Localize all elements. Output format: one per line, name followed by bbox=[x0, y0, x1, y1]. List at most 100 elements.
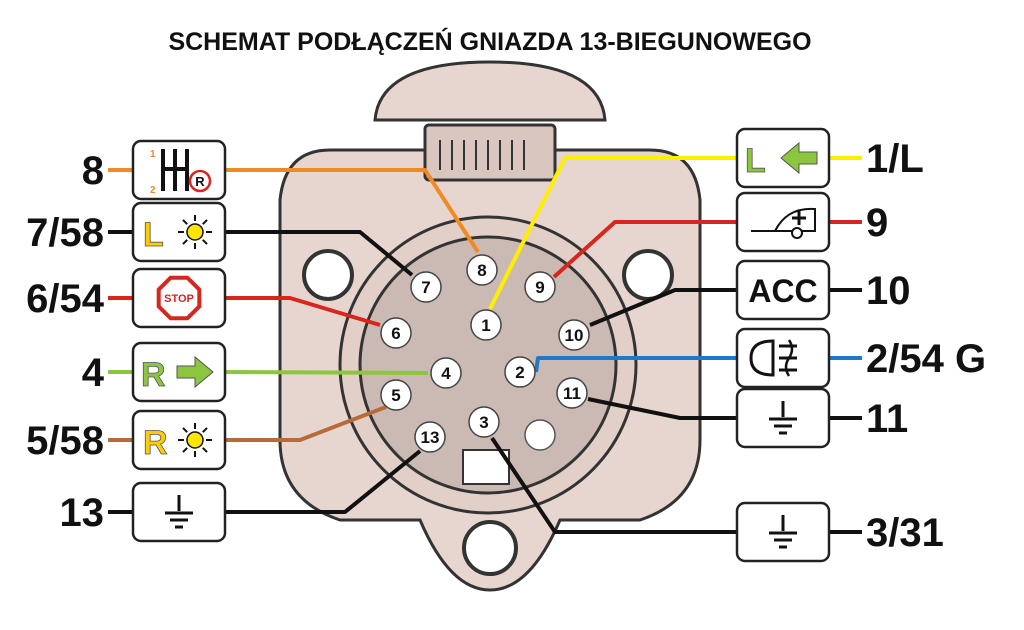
pin-7: 7 bbox=[410, 271, 442, 303]
fog-lamp-shape bbox=[749, 339, 775, 377]
lamp-ray bbox=[202, 427, 208, 433]
wire-left-6 bbox=[225, 296, 381, 327]
wire-left-8 bbox=[225, 168, 480, 254]
pin-13: 13 bbox=[414, 421, 446, 453]
acc-text: ACC bbox=[748, 273, 817, 309]
latch-ribs bbox=[439, 140, 525, 170]
icon-letter: R bbox=[143, 424, 168, 462]
terminal-label-right: 2/54 G bbox=[866, 337, 986, 381]
mount-hole-left bbox=[302, 249, 354, 301]
reverse-letter: R bbox=[195, 174, 205, 189]
diagram-title: SCHEMAT PODŁĄCZEŃ GNIAZDA 13-BIEGUNOWEGO bbox=[168, 27, 811, 56]
icon-letter: L bbox=[143, 216, 164, 254]
pin-circle bbox=[466, 254, 498, 286]
wire-right-11 bbox=[587, 397, 737, 420]
terminal-label-right: 11 bbox=[866, 397, 908, 441]
pin-label: 7 bbox=[421, 278, 430, 297]
pin-label: 10 bbox=[565, 326, 584, 345]
pin-label: 11 bbox=[563, 384, 581, 403]
right-position-light-icon: R bbox=[131, 409, 227, 471]
terminal-label-left: 4 bbox=[82, 351, 105, 395]
pin-circle bbox=[524, 271, 556, 303]
pin-label: 13 bbox=[421, 428, 440, 447]
right-arrow-glyph bbox=[176, 355, 214, 389]
gear-two-label: 2 bbox=[150, 185, 156, 196]
pin-1: 1 bbox=[470, 309, 502, 341]
pin-label: 5 bbox=[391, 386, 400, 405]
terminal-label-left: 8 bbox=[82, 149, 104, 193]
fog-light-icon bbox=[735, 327, 831, 389]
stop-octagon bbox=[156, 275, 202, 321]
terminal-label-right: 1/L bbox=[866, 137, 924, 181]
pin-circle bbox=[468, 406, 500, 438]
wire-right-9 bbox=[552, 220, 737, 279]
terminal-label-left: 6/54 bbox=[26, 277, 105, 321]
lamp-ray bbox=[202, 447, 208, 453]
left-arrow-glyph bbox=[780, 141, 818, 175]
pin-circle bbox=[410, 271, 442, 303]
pin-8: 8 bbox=[466, 254, 498, 286]
wire-left-13 bbox=[225, 449, 422, 514]
pin-circle bbox=[430, 357, 462, 389]
terminal-label-left: 7/58 bbox=[26, 211, 104, 255]
pin-6: 6 bbox=[380, 317, 412, 349]
socket-key bbox=[462, 449, 510, 485]
terminal-label-left: 5/58 bbox=[26, 419, 104, 463]
pin-circle bbox=[414, 421, 446, 453]
right-turn-indicator-icon: R bbox=[131, 341, 227, 403]
lamp-ray bbox=[202, 219, 208, 225]
pin-circle bbox=[380, 379, 412, 411]
terminal-label-left: 13 bbox=[60, 491, 105, 535]
left-position-light-icon: L bbox=[131, 201, 227, 263]
lamp-bulb bbox=[186, 223, 204, 241]
left-turn-indicator-icon: L bbox=[735, 127, 831, 189]
stop-light-icon: STOP bbox=[131, 267, 227, 329]
pin-label: 4 bbox=[441, 364, 451, 383]
wire-left-7 bbox=[225, 230, 414, 277]
terminal-label-right: 10 bbox=[866, 269, 911, 313]
pin-circle bbox=[380, 317, 412, 349]
socket-latch bbox=[423, 123, 557, 182]
socket-top-tab bbox=[373, 60, 607, 122]
pin-label: 3 bbox=[479, 413, 488, 432]
wire-left-5 bbox=[225, 405, 387, 442]
lamp-ray bbox=[182, 239, 188, 245]
pin-circle bbox=[504, 356, 536, 388]
ground-icon bbox=[735, 501, 831, 563]
mount-hole-bottom bbox=[462, 520, 518, 576]
wire-left-4 bbox=[224, 370, 429, 375]
blank-pin-hole bbox=[524, 419, 556, 451]
ground-icon bbox=[131, 481, 227, 543]
pin-label: 9 bbox=[535, 278, 544, 297]
terminal-label-right: 9 bbox=[866, 201, 888, 245]
pin-label: 2 bbox=[515, 363, 524, 382]
lamp-ray bbox=[202, 239, 208, 245]
pin-label: 8 bbox=[477, 261, 486, 280]
pin-5: 5 bbox=[380, 379, 412, 411]
wire-right-3 bbox=[490, 436, 737, 534]
lamp-bulb bbox=[186, 431, 204, 449]
pin-2: 2 bbox=[504, 356, 536, 388]
reverse-gear-icon: R 1 2 bbox=[131, 139, 227, 201]
mount-hole-right bbox=[622, 249, 674, 301]
reverse-circle bbox=[188, 169, 212, 193]
lamp-ray bbox=[182, 427, 188, 433]
icon-frame bbox=[735, 259, 831, 321]
pin-9: 9 bbox=[524, 271, 556, 303]
ground-icon bbox=[735, 387, 831, 449]
trailer-wheel bbox=[791, 227, 803, 239]
pin-label: 1 bbox=[481, 316, 490, 335]
fog-wave bbox=[784, 339, 794, 377]
pin-10: 10 bbox=[558, 319, 590, 351]
wire-right-2 bbox=[534, 356, 737, 373]
pin-4: 4 bbox=[430, 357, 462, 389]
pin-3: 3 bbox=[468, 406, 500, 438]
acc-icon: ACC bbox=[735, 259, 831, 321]
gear-one-label: 1 bbox=[150, 149, 156, 160]
lamp-ray bbox=[182, 219, 188, 225]
icon-letter: L bbox=[745, 142, 766, 180]
trailer-power-icon bbox=[735, 191, 831, 253]
